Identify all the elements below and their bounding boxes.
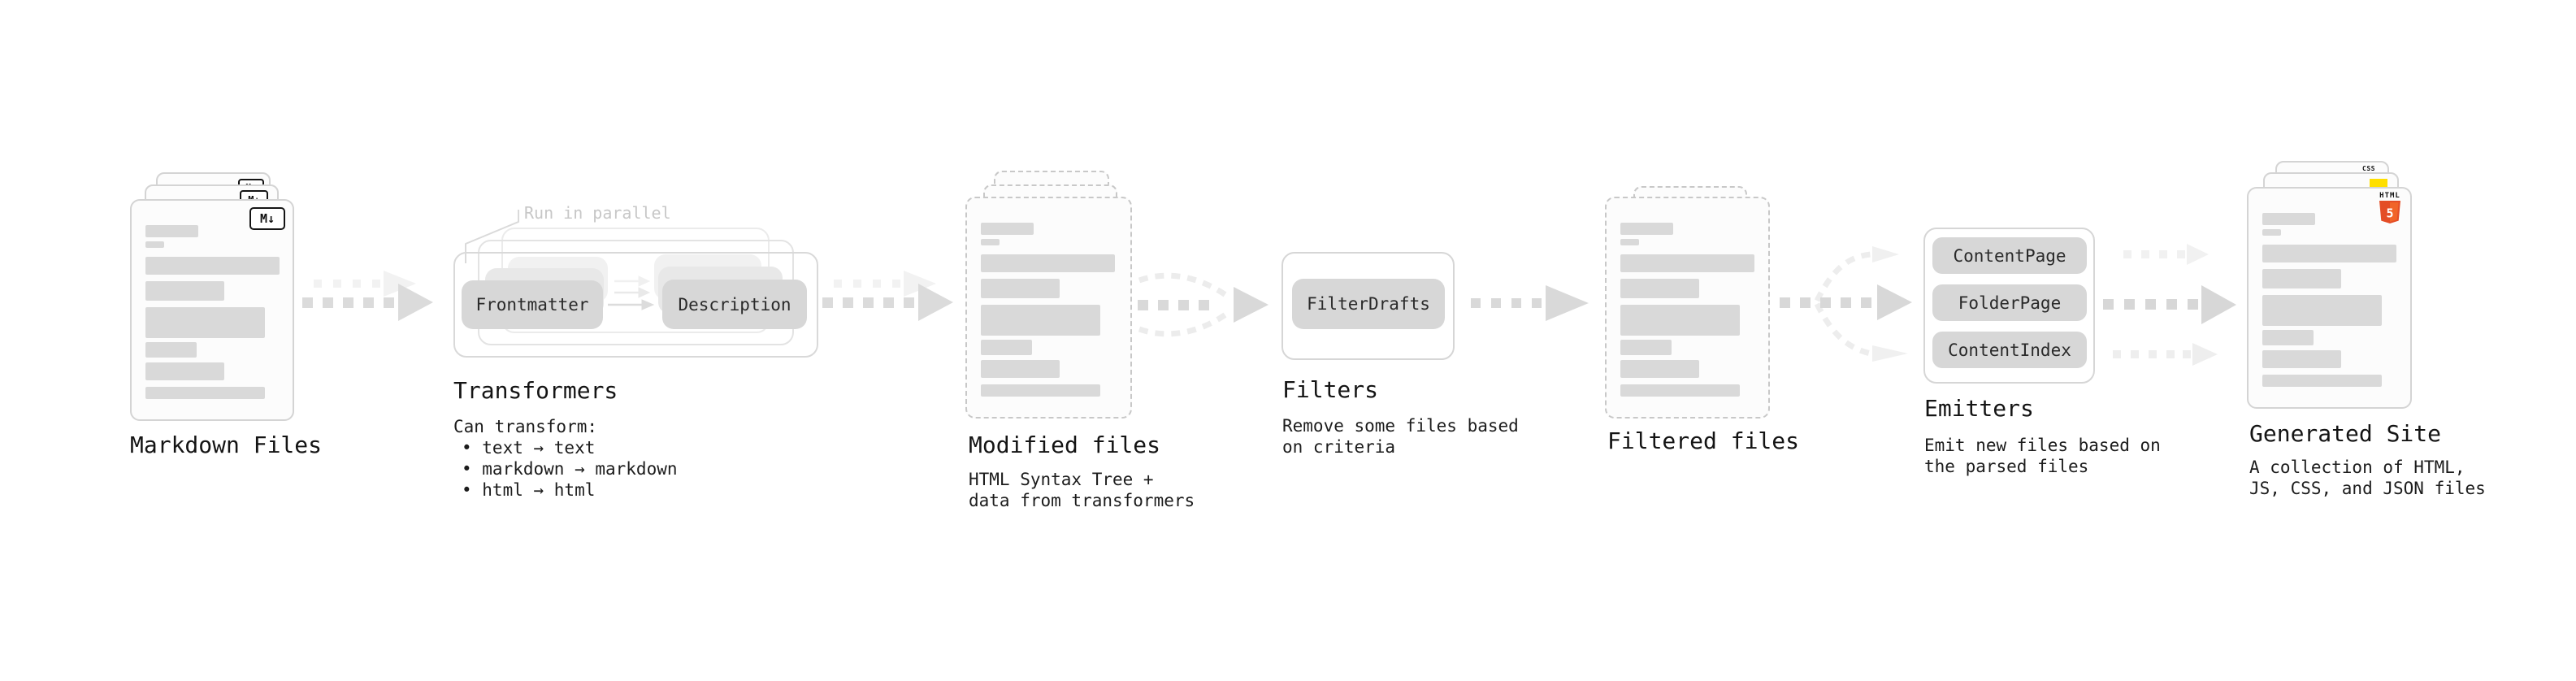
placeholder-bar	[981, 340, 1032, 355]
placeholder-bar	[2262, 330, 2314, 345]
placeholder-bar	[145, 281, 224, 301]
desc-line: on criteria	[1282, 437, 1396, 457]
document-card-front: M↓	[130, 199, 294, 421]
placeholder-bar	[1620, 239, 1639, 245]
placeholder-bar	[145, 257, 280, 275]
placeholder-bar	[981, 254, 1115, 272]
stage-title-filters: Filters	[1282, 376, 1379, 403]
desc-line: Emit new files based on	[1924, 436, 2161, 455]
placeholder-bar	[981, 279, 1060, 298]
arrow-modified-files-to-filters	[1138, 272, 1268, 337]
placeholder-bar	[2262, 229, 2281, 236]
stage-title-transformers: Transformers	[453, 377, 618, 404]
markdown-icon: M↓	[249, 207, 285, 230]
placeholder-bar	[2262, 269, 2341, 288]
arrow-filtered-files-to-emitters	[1780, 246, 1912, 362]
doc-placeholder-lines	[1620, 223, 1754, 397]
stage-label-modified-files: Modified files	[969, 432, 1161, 458]
desc-line: Remove some files based	[1282, 416, 1519, 436]
transformers-desc-heading: Can transform:	[453, 417, 598, 436]
placeholder-bar	[1620, 305, 1740, 336]
placeholder-bar	[145, 225, 198, 237]
desc-line: HTML Syntax Tree +	[969, 470, 1154, 489]
doc-placeholder-lines	[981, 223, 1115, 397]
document-card-front: HTML 5	[2247, 187, 2412, 409]
placeholder-bar	[1620, 279, 1699, 298]
placeholder-bar	[2262, 295, 2382, 326]
filterdrafts-pill: FilterDrafts	[1292, 279, 1445, 329]
placeholder-bar	[145, 342, 197, 358]
placeholder-bar	[981, 384, 1100, 397]
description-pill: Description	[662, 280, 807, 329]
stage-label-filtered-files: Filtered files	[1607, 427, 1800, 454]
filters-desc: Remove some files based on criteria	[1282, 415, 1519, 458]
arrow-transformers-to-modified-files	[822, 271, 953, 321]
stage-label-markdown-files: Markdown Files	[130, 432, 323, 458]
placeholder-bar	[145, 307, 265, 338]
document-card-front	[965, 197, 1132, 419]
run-in-parallel-annotation: Run in parallel	[524, 203, 671, 223]
placeholder-bar	[2262, 213, 2315, 225]
doc-placeholder-lines	[145, 225, 280, 399]
placeholder-bar	[1620, 384, 1740, 397]
placeholder-bar	[1620, 360, 1699, 378]
generated-site-desc: A collection of HTML, JS, CSS, and JSON …	[2249, 457, 2486, 499]
desc-line: the parsed files	[1924, 457, 2089, 476]
transformer-frame-front	[453, 252, 818, 358]
placeholder-bar	[1620, 340, 1672, 355]
document-card-front	[1605, 197, 1770, 419]
html5-shield: 5	[2379, 201, 2400, 223]
desc-line: A collection of HTML,	[2249, 458, 2465, 477]
placeholder-bar	[145, 362, 224, 380]
emitters-desc: Emit new files based on the parsed files	[1924, 435, 2161, 477]
html5-icon: HTML 5	[2378, 192, 2402, 223]
placeholder-bar	[1620, 223, 1673, 235]
stage-label-generated-site: Generated Site	[2249, 420, 2442, 447]
frontmatter-pill: Frontmatter	[462, 280, 603, 329]
bullet-line: • text → text	[462, 438, 596, 458]
arrow-markdown-to-transformers	[302, 271, 433, 321]
doc-placeholder-lines	[2262, 213, 2396, 387]
stage-title-emitters: Emitters	[1924, 395, 2034, 422]
placeholder-bar	[981, 305, 1100, 336]
desc-line: JS, CSS, and JSON files	[2249, 479, 2486, 498]
placeholder-bar	[2262, 245, 2396, 262]
modified-files-desc: HTML Syntax Tree + data from transformer…	[969, 469, 1195, 511]
arrow-filters-to-filtered-files	[1471, 285, 1589, 321]
transformers-bullet-list: • text → text • markdown → markdown • ht…	[462, 437, 678, 501]
placeholder-bar	[145, 241, 164, 248]
svg-text:5: 5	[2386, 206, 2393, 221]
run-in-parallel-callout-line	[465, 210, 519, 263]
contentpage-pill: ContentPage	[1932, 237, 2087, 274]
arrow-emitters-to-generated-site	[2103, 244, 2236, 366]
contentindex-pill: ContentIndex	[1932, 332, 2087, 368]
placeholder-bar	[981, 223, 1034, 235]
placeholder-bar	[1620, 254, 1754, 272]
placeholder-bar	[2262, 375, 2382, 387]
parallel-arrows-icon	[608, 275, 655, 310]
placeholder-bar	[981, 360, 1060, 378]
placeholder-bar	[145, 387, 265, 399]
placeholder-bar	[981, 239, 1000, 245]
javascript-icon	[2370, 179, 2387, 189]
bullet-line: • html → html	[462, 480, 596, 500]
bullet-line: • markdown → markdown	[462, 459, 678, 479]
folderpage-pill: FolderPage	[1932, 284, 2087, 321]
desc-line: data from transformers	[969, 491, 1195, 510]
placeholder-bar	[2262, 350, 2341, 368]
